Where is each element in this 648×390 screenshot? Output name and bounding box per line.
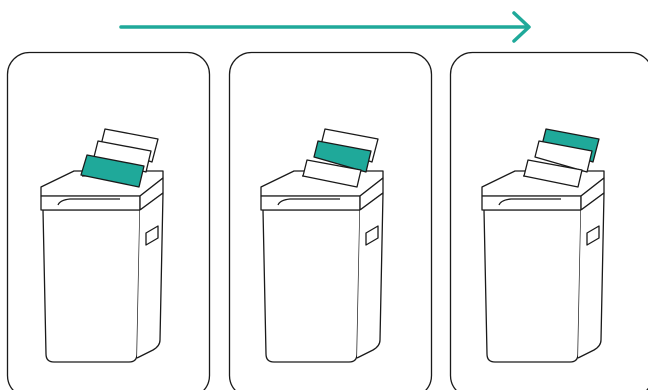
- shredder-illustration-3: [481, 128, 605, 363]
- paper-sheet-middle: [534, 140, 593, 173]
- paper-sheet-front: [523, 159, 583, 188]
- paper-sheet-middle-highlighted: [313, 140, 372, 173]
- arrow-head: [512, 11, 531, 43]
- step-panel-3: [449, 51, 648, 390]
- right-arrow-icon: [119, 11, 531, 43]
- step-panel-2: [228, 51, 433, 390]
- shredder-illustration-2: [260, 128, 384, 363]
- paper-sheet-front: [302, 159, 362, 188]
- shredder-illustration-1: [40, 128, 164, 363]
- step-panel-1: [6, 51, 211, 390]
- paper-sheet-front-highlighted: [80, 154, 145, 188]
